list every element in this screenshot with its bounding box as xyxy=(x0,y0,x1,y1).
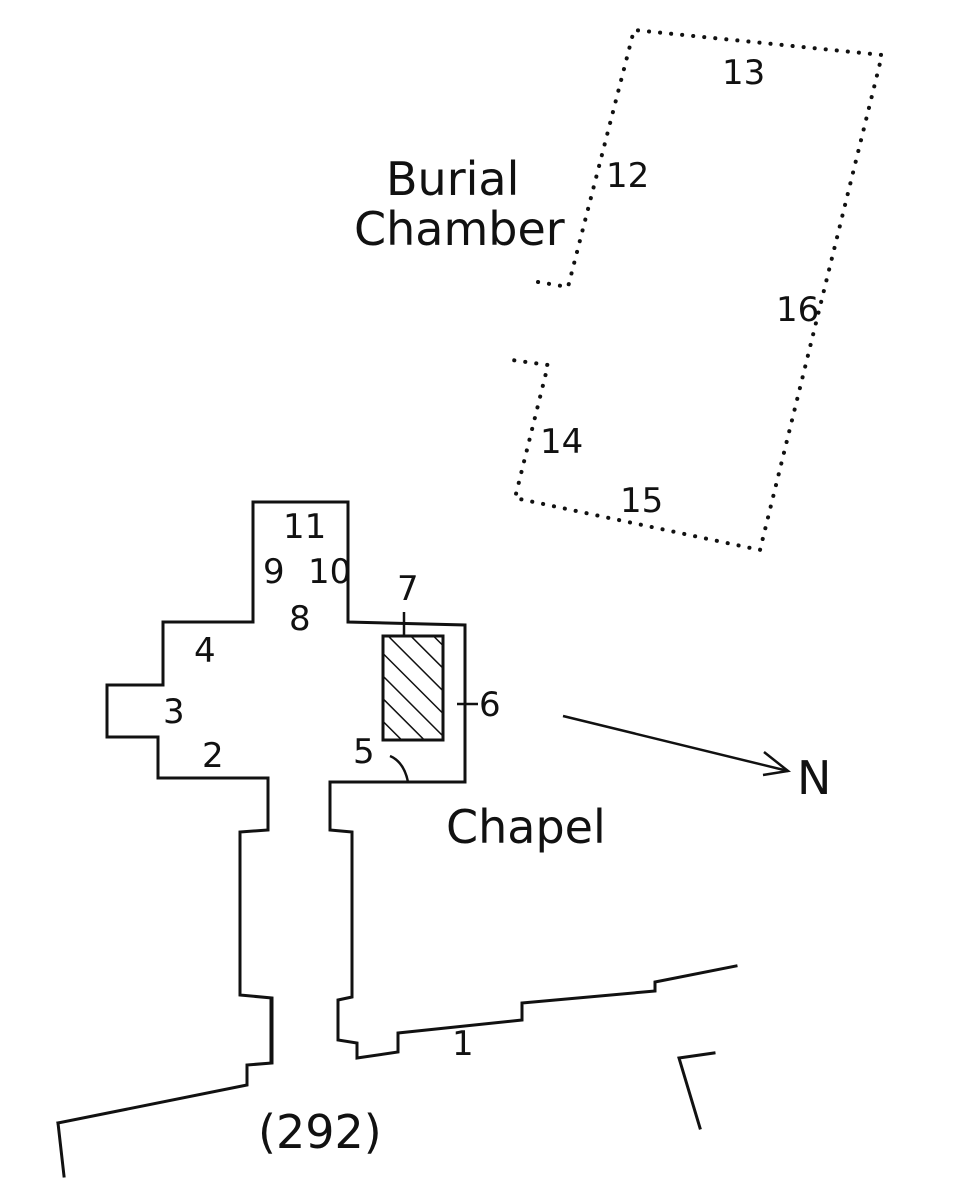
scene-number-5: 5 xyxy=(353,732,375,772)
scene-number-6: 6 xyxy=(479,685,501,725)
scene-number-7: 7 xyxy=(397,569,419,609)
scene-5-arc xyxy=(389,754,410,783)
scene-number-15: 15 xyxy=(620,481,663,521)
chapel-walls xyxy=(56,500,738,1178)
chapel-label: Chapel xyxy=(446,800,606,854)
scene-number-10: 10 xyxy=(308,552,351,592)
scene-number-1: 1 xyxy=(452,1024,474,1064)
north-label: N xyxy=(797,751,831,805)
scene-number-8: 8 xyxy=(289,599,311,639)
burial-chamber-outline xyxy=(510,27,885,553)
scene-number-14: 14 xyxy=(540,422,583,462)
scene-number-11: 11 xyxy=(283,507,326,547)
scene-number-2: 2 xyxy=(202,736,224,776)
corner-mark xyxy=(677,1051,716,1130)
burial-chamber-label-line2: Chamber xyxy=(354,202,565,256)
scene-number-4: 4 xyxy=(194,631,216,671)
burial-chamber-label-line1: Burial xyxy=(386,152,519,206)
hatched-pillar xyxy=(381,634,445,742)
scene-number-9: 9 xyxy=(263,552,285,592)
scene-number-16: 16 xyxy=(776,290,819,330)
scene-number-12: 12 xyxy=(606,156,649,196)
tomb-number-label: (292) xyxy=(258,1105,382,1159)
scene-number-3: 3 xyxy=(163,692,185,732)
scene-number-13: 13 xyxy=(722,53,765,93)
north-arrow xyxy=(562,714,792,777)
